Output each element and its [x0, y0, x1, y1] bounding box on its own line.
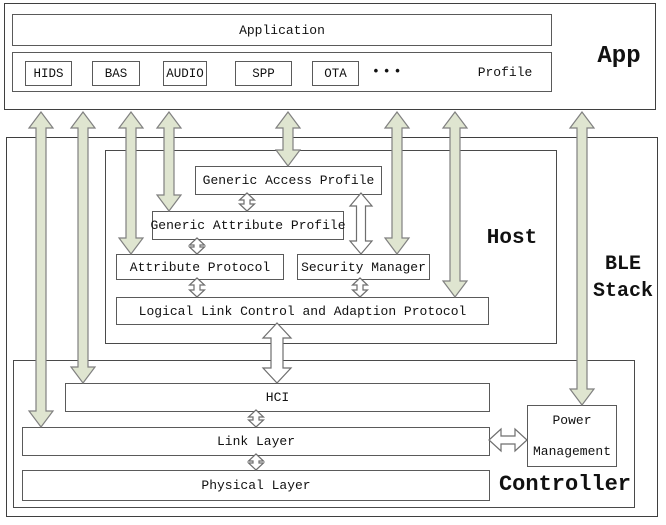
profile-chip-hids: HIDS — [25, 61, 72, 86]
app-section-box — [4, 3, 656, 110]
power-management-box: Power Management — [527, 405, 617, 467]
hci-box: HCI — [65, 383, 490, 412]
generic-access-profile-box: Generic Access Profile — [195, 166, 382, 195]
security-manager-box: Security Manager — [297, 254, 430, 280]
ble-stack-label-line1: BLE — [604, 253, 641, 276]
ble-stack-label: BLE Stack — [588, 251, 658, 305]
application-box: Application — [12, 14, 552, 46]
physical-layer-box: Physical Layer — [22, 470, 490, 501]
profile-chip-audio: AUDIO — [163, 61, 207, 86]
generic-attribute-profile-box: Generic Attribute Profile — [150, 211, 346, 240]
attribute-protocol-box: Attribute Protocol — [116, 254, 284, 280]
profile-chip-bas: BAS — [92, 61, 140, 86]
power-management-line2: Management — [532, 444, 611, 459]
profile-label: Profile — [477, 65, 533, 80]
ble-stack-box — [6, 137, 658, 517]
power-management-line1: Power — [552, 413, 592, 428]
host-section-label: Host — [486, 227, 538, 250]
l2cap-box: Logical Link Control and Adaption Protoc… — [116, 297, 489, 325]
ellipsis-icon: ••• — [372, 64, 405, 79]
profile-chip-ota: OTA — [312, 61, 359, 86]
link-layer-box: Link Layer — [22, 427, 490, 456]
host-section-box — [105, 150, 557, 344]
app-section-label: App — [597, 43, 641, 70]
controller-section-label: Controller — [498, 472, 632, 497]
ble-stack-label-line2: Stack — [592, 280, 653, 303]
profile-chip-spp: SPP — [235, 61, 292, 86]
controller-section-box — [13, 360, 635, 508]
